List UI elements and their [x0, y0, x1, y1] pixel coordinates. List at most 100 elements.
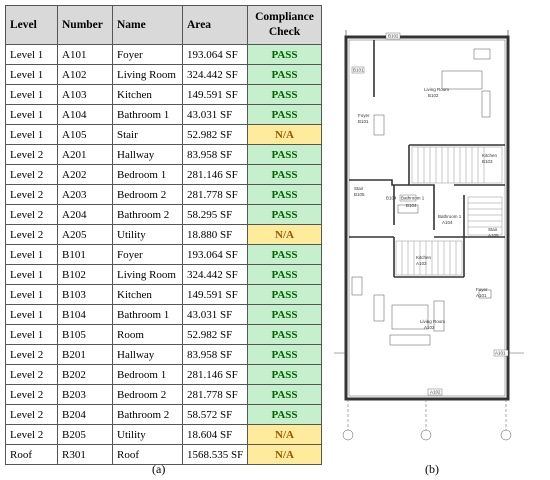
cell-number: B204 [57, 404, 113, 425]
cell-name: Living Room [112, 64, 183, 85]
cell-compliance-check: PASS [247, 324, 322, 345]
cell-compliance-check: N/A [247, 424, 322, 445]
cell-number: B102 [57, 264, 113, 285]
cell-area: 58.572 SF [182, 404, 248, 425]
stair-b-label: Stair [354, 186, 364, 191]
header-compliance-check: Compliance Check [247, 5, 322, 45]
cell-name: Bathroom 2 [112, 204, 183, 225]
cell-number: A102 [57, 64, 113, 85]
cell-area: 193.064 SF [182, 244, 248, 265]
cell-compliance-check: PASS [247, 284, 322, 305]
b102-tag: B102 [388, 34, 399, 39]
cell-compliance-check: PASS [247, 384, 322, 405]
cell-area: 52.982 SF [182, 124, 248, 145]
cell-compliance-check: PASS [247, 364, 322, 385]
cell-compliance-check: PASS [247, 404, 322, 425]
cell-level: Roof [5, 444, 58, 465]
cell-name: Foyer [112, 44, 183, 65]
cell-number: A101 [57, 44, 113, 65]
cell-number: B202 [57, 364, 113, 385]
b104-tag: B104 [386, 196, 397, 201]
cell-level: Level 2 [5, 164, 58, 185]
a102-tag: A102 [430, 390, 441, 395]
outer-walls [344, 30, 510, 401]
cell-number: A201 [57, 144, 113, 165]
header-area: Area [182, 5, 248, 45]
header-number: Number [57, 5, 113, 45]
living-room-b-label: Living Room [424, 87, 449, 92]
cell-level: Level 2 [5, 344, 58, 365]
cell-area: 1568.535 SF [182, 444, 248, 465]
cell-number: A205 [57, 224, 113, 245]
cell-name: Bathroom 1 [112, 304, 183, 325]
living-room-a-number: A102 [424, 325, 435, 330]
foyer-b-number: B101 [358, 119, 369, 124]
cell-level: Level 1 [5, 264, 58, 285]
cell-area: 43.031 SF [182, 304, 248, 325]
cell-area: 281.146 SF [182, 164, 248, 185]
cell-area: 281.778 SF [182, 384, 248, 405]
plan-tags [351, 32, 509, 396]
caption-b: (b) [425, 462, 439, 476]
cell-name: Bathroom 2 [112, 404, 183, 425]
cell-compliance-check: PASS [247, 204, 322, 225]
cell-level: Level 2 [5, 424, 58, 445]
cell-compliance-check: PASS [247, 344, 322, 365]
cell-level: Level 2 [5, 144, 58, 165]
cell-level: Level 2 [5, 204, 58, 225]
cell-number: A103 [57, 84, 113, 105]
cell-area: 83.958 SF [182, 344, 248, 365]
cell-level: Level 1 [5, 124, 58, 145]
cell-area: 83.958 SF [182, 144, 248, 165]
a101-tag: A101 [495, 351, 506, 356]
bathroom-b-number: B104 [406, 203, 417, 208]
cell-name: Utility [112, 224, 183, 245]
bathroom-b-label: Bathroom 1 [401, 196, 425, 201]
cell-name: Roof [112, 444, 183, 465]
cell-name: Bedroom 1 [112, 364, 183, 385]
floor-plan: B102 B101 Living Room B102 Foyer B101 Ki… [334, 30, 524, 441]
cell-compliance-check: N/A [247, 224, 322, 245]
cell-number: A203 [57, 184, 113, 205]
cell-area: 18.604 SF [182, 424, 248, 445]
table-header-row: Level Number Name Area Compliance Check [5, 5, 322, 45]
stair-lower [395, 240, 463, 276]
b101-tag: B101 [353, 68, 364, 73]
cell-number: A105 [57, 124, 113, 145]
header-level: Level [5, 5, 58, 45]
cell-level: Level 2 [5, 184, 58, 205]
cell-number: A104 [57, 104, 113, 125]
cell-compliance-check: PASS [247, 44, 322, 65]
cell-compliance-check: PASS [247, 304, 322, 325]
foyer-a-number: A101 [476, 293, 487, 298]
cell-number: B101 [57, 244, 113, 265]
foyer-b-label: Foyer [358, 113, 370, 118]
cell-level: Level 1 [5, 64, 58, 85]
cell-compliance-check: PASS [247, 144, 322, 165]
cell-area: 324.442 SF [182, 64, 248, 85]
kitchen-b-label: Kitchen [482, 153, 498, 158]
cell-name: Room [112, 324, 183, 345]
cell-name: Bedroom 2 [112, 384, 183, 405]
cell-name: Kitchen [112, 84, 183, 105]
cell-compliance-check: PASS [247, 84, 322, 105]
cell-compliance-check: N/A [247, 444, 322, 465]
cell-number: B201 [57, 344, 113, 365]
furniture [351, 48, 492, 346]
bathroom-a-label: Bathroom 1 [438, 214, 462, 219]
cell-number: R301 [57, 444, 113, 465]
cell-area: 58.295 SF [182, 204, 248, 225]
cell-area: 149.591 SF [182, 284, 248, 305]
